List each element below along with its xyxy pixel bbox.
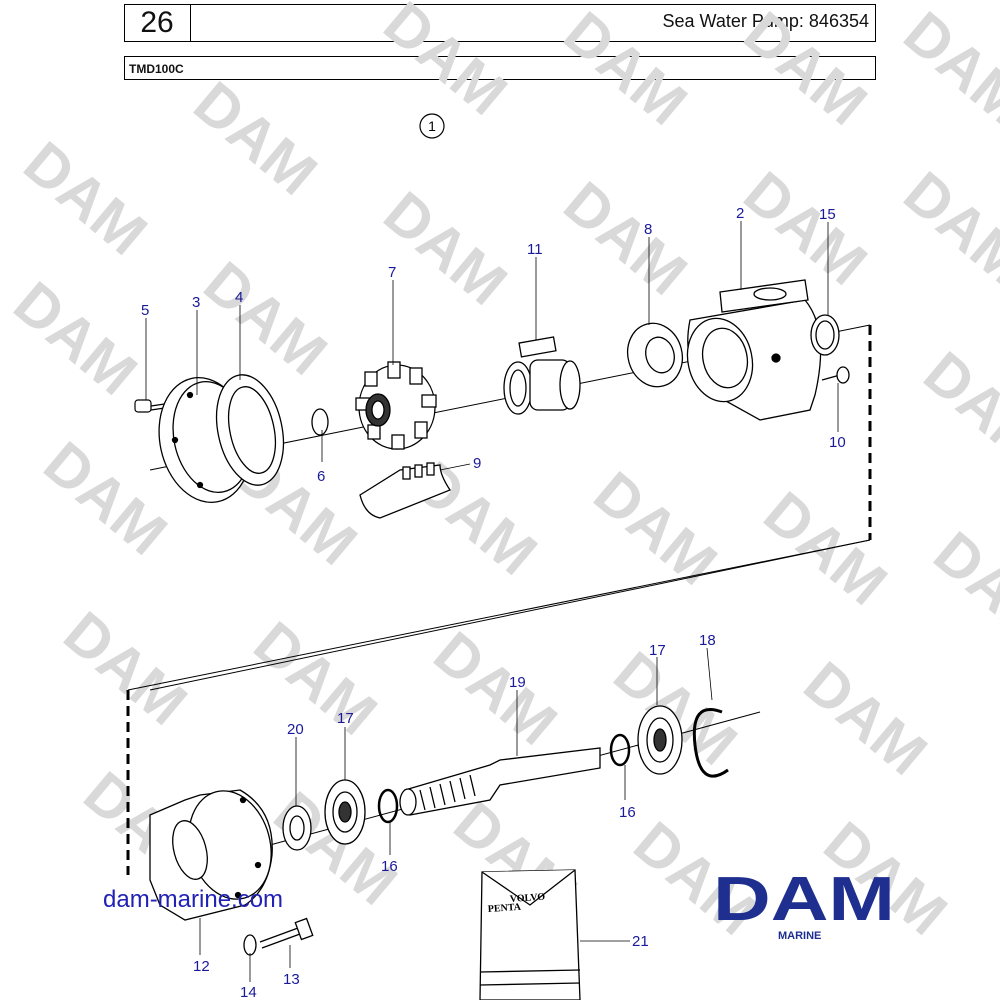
part-13-bolt — [259, 917, 314, 949]
watermark: DAM — [732, 0, 880, 138]
callout-12: 12 — [193, 958, 210, 975]
part-19-shaft — [399, 747, 601, 816]
watermark: DAM — [422, 619, 570, 758]
watermark: DAM — [2, 269, 150, 408]
callout-21: 21 — [632, 933, 649, 950]
part-14-washer — [243, 934, 257, 956]
view-marker: 1 — [419, 113, 445, 139]
dam-logo: DAM — [713, 868, 895, 928]
watermark: DAM — [372, 0, 520, 128]
callout-18: 18 — [699, 632, 716, 649]
svg-text:VOLVO: VOLVO — [509, 892, 545, 905]
website-link[interactable]: dam-marine.com — [103, 886, 284, 913]
watermark: DAM — [912, 339, 1000, 478]
watermark: DAM — [192, 249, 340, 388]
watermark-layer: DAM DAM DAM DAM DAM DAM DAM DAM DAM DAM … — [2, 0, 1000, 948]
callout-16-upper: 16 — [619, 804, 636, 821]
watermark: DAM — [582, 459, 730, 598]
watermark: DAM — [552, 0, 700, 138]
watermark: DAM — [792, 649, 940, 788]
watermark: DAM — [892, 159, 1000, 298]
watermark: DAM — [12, 129, 160, 268]
callout-11: 11 — [527, 241, 543, 258]
callout-20: 20 — [287, 721, 304, 738]
part-11-seal — [503, 336, 581, 415]
page-number: 26 — [124, 4, 191, 42]
callout-2: 2 — [736, 205, 744, 222]
watermark: DAM — [32, 429, 180, 568]
part-16-circlip-left — [377, 788, 399, 824]
model-box: TMD100C — [124, 56, 876, 80]
callout-10: 10 — [829, 434, 846, 451]
callout-15: 15 — [819, 206, 836, 223]
part-12-bearing-housing — [149, 789, 273, 921]
callout-14: 14 — [240, 984, 257, 1000]
header-title-box: Sea Water Pump: 846354 — [124, 4, 876, 42]
watermark: DAM — [892, 0, 1000, 138]
part-17-bearing-right — [637, 705, 683, 775]
part-6-o-ring — [311, 408, 329, 436]
svg-text:PENTA: PENTA — [487, 902, 522, 915]
callout-6: 6 — [317, 468, 325, 485]
watermark: DAM — [52, 599, 200, 738]
part-7-impeller — [355, 361, 437, 450]
callout-4: 4 — [235, 289, 243, 306]
watermark: DAM — [922, 519, 1000, 658]
watermark: DAM — [372, 179, 520, 318]
part-4-gasket — [215, 374, 285, 486]
part-8-wear-plate — [626, 322, 684, 388]
svg-text:DAM: DAM — [713, 868, 895, 928]
callout-9: 9 — [473, 455, 481, 472]
part-20-seal-ring — [282, 805, 312, 851]
part-10-screw — [821, 366, 850, 384]
leader-lines — [145, 221, 839, 982]
part-21-kit-package: VOLVO PENTA — [479, 869, 581, 1000]
watermark: DAM — [242, 609, 390, 748]
brand-subtitle: MARINE — [778, 930, 822, 942]
callout-3: 3 — [192, 294, 200, 311]
svg-text:1: 1 — [428, 118, 436, 134]
model-label: TMD100C — [129, 62, 184, 76]
part-2-pump-housing — [686, 279, 822, 421]
part-18-snap-ring — [692, 707, 729, 778]
callout-8: 8 — [644, 221, 652, 238]
watermark: DAM — [752, 479, 900, 618]
callout-7: 7 — [388, 264, 396, 281]
callout-16-lower: 16 — [381, 858, 398, 875]
watermark: DAM — [552, 169, 700, 308]
watermark: DAM — [732, 159, 880, 298]
watermark: DAM — [182, 69, 330, 208]
callout-labels: 2 3 4 5 6 7 8 9 10 11 12 13 14 15 16 16 … — [141, 205, 846, 1000]
part-15-ring — [810, 314, 840, 356]
page-title: Sea Water Pump: 846354 — [662, 11, 869, 31]
part-16-circlip-right — [609, 733, 631, 767]
callout-19: 19 — [509, 674, 526, 691]
callout-17-left: 17 — [337, 710, 354, 727]
part-17-bearing-left — [324, 779, 366, 845]
callout-17-right: 17 — [649, 642, 666, 659]
part-9-cam — [359, 462, 451, 519]
callout-5: 5 — [141, 302, 149, 319]
callout-13: 13 — [283, 971, 300, 988]
